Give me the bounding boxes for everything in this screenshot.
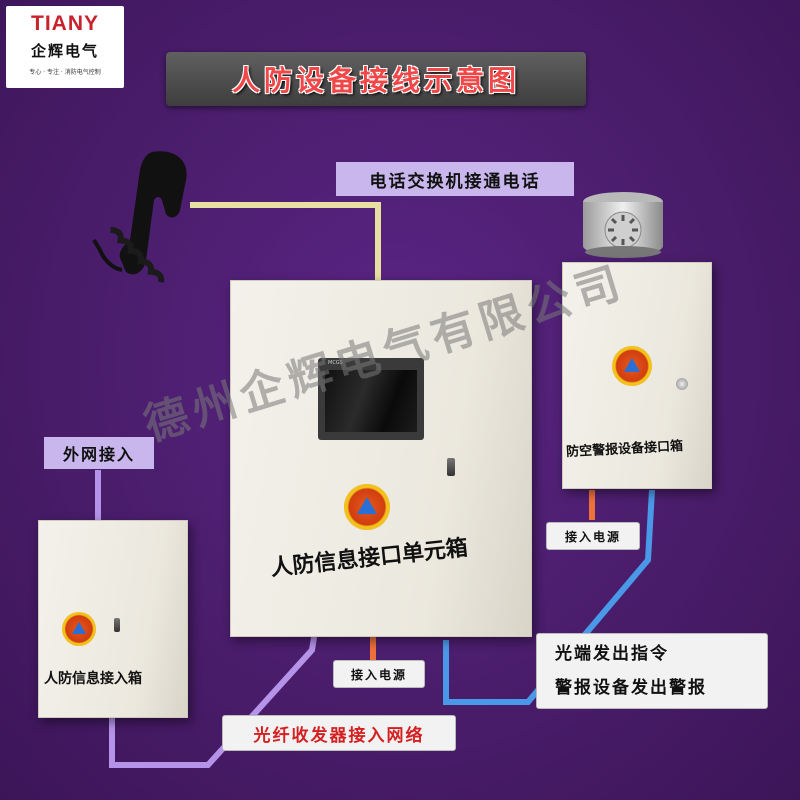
civil-defense-emblem-icon	[344, 484, 390, 530]
logo-company-name: 企辉电气	[30, 42, 99, 60]
label-power-right: 接入电源	[546, 522, 640, 550]
page-title: 人防设备接线示意图	[231, 64, 520, 97]
telephone-handset-icon	[92, 151, 187, 283]
phone-line	[190, 202, 381, 282]
left-box-label: 人防信息接入箱	[44, 671, 142, 687]
civil-defense-emblem-icon	[612, 346, 652, 386]
touch-screen: MCGS	[318, 358, 424, 440]
label-optical-command: 光端发出指令 警报设备发出警报	[536, 633, 768, 709]
screen-glass	[325, 370, 417, 432]
civil-defense-emblem-icon	[62, 612, 96, 646]
logo-slogan: 专心 · 专注 · 消防电气控制	[29, 69, 101, 76]
door-knob-icon	[676, 378, 688, 390]
logo-brand: TIANY	[31, 12, 99, 35]
alarm-siren-icon	[583, 192, 663, 258]
door-lock-icon	[114, 618, 120, 632]
label-optical-command-line2: 警报设备发出警报	[555, 678, 707, 698]
fiber-line	[109, 611, 321, 768]
alarm-command-line	[443, 489, 655, 705]
label-fiber-network: 光纤收发器接入网络	[222, 715, 456, 751]
door-lock-icon	[447, 458, 455, 476]
left-access-box	[38, 520, 188, 718]
label-optical-command-line1: 光端发出指令	[555, 644, 669, 664]
center-interface-unit-box	[230, 280, 532, 637]
company-logo: TIANY 企辉电气 专心 · 专注 · 消防电气控制	[6, 6, 124, 88]
label-power-center: 接入电源	[333, 660, 425, 688]
label-phone-exchange: 电话交换机接通电话	[336, 162, 574, 196]
title-banner: 人防设备接线示意图	[166, 52, 586, 106]
screen-brand: MCGS	[328, 360, 343, 366]
label-external-network: 外网接入	[44, 437, 154, 469]
